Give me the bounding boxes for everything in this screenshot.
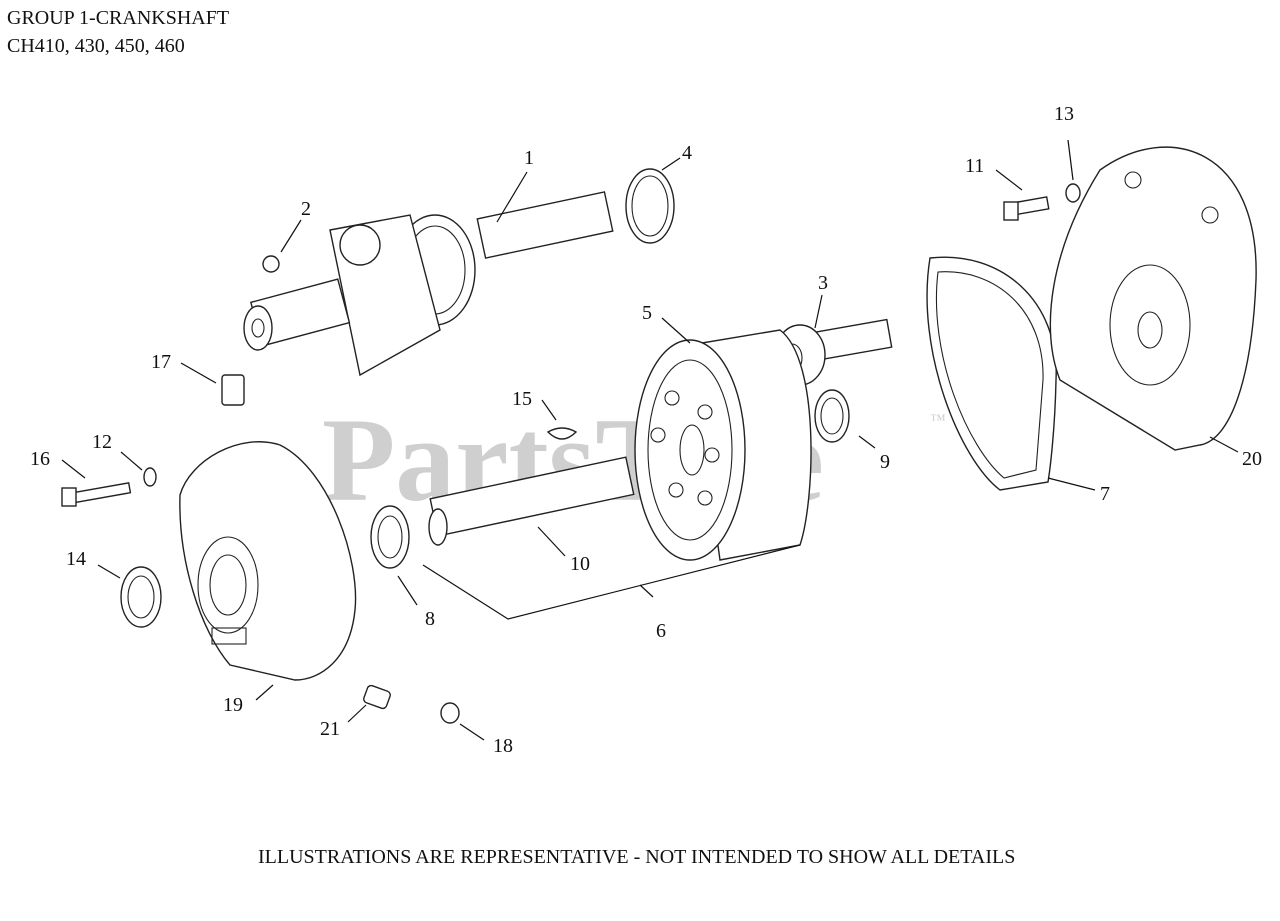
callout-15[interactable]: 15	[512, 388, 532, 410]
oil-seal-part[interactable]	[120, 566, 162, 628]
drum-part[interactable]	[634, 329, 812, 561]
callout-17[interactable]: 17	[151, 351, 171, 373]
callout-11[interactable]: 11	[965, 155, 984, 177]
callout-8[interactable]: 8	[425, 608, 435, 630]
thrust-washer-part[interactable]	[625, 168, 675, 244]
leader-lines	[61, 139, 1239, 741]
long-bolt-part[interactable]	[61, 482, 132, 507]
callout-4[interactable]: 4	[682, 142, 692, 164]
diagram-title: GROUP 1-CRANKSHAFT	[7, 7, 230, 29]
washer-part[interactable]	[814, 389, 850, 443]
watermark-trademark: ™	[930, 412, 946, 429]
callout-5[interactable]: 5	[642, 302, 652, 324]
bushing-part[interactable]	[440, 702, 460, 724]
output-shaft-part[interactable]	[428, 456, 635, 546]
callout-13[interactable]: 13	[1054, 103, 1074, 125]
callout-19[interactable]: 19	[223, 694, 243, 716]
key-part[interactable]	[262, 255, 280, 273]
callout-20[interactable]: 20	[1242, 448, 1262, 470]
callout-10[interactable]: 10	[570, 553, 590, 575]
woodruff-key-part[interactable]	[546, 427, 578, 440]
model-list: CH410, 430, 450, 460	[7, 35, 185, 57]
callout-16[interactable]: 16	[30, 448, 50, 470]
callout-18[interactable]: 18	[493, 735, 513, 757]
plug-part[interactable]	[221, 374, 245, 406]
bolt-part[interactable]	[1003, 196, 1050, 221]
gasket-part[interactable]	[926, 256, 1057, 491]
fitting-part[interactable]	[363, 684, 392, 710]
disclaimer-text: ILLUSTRATIONS ARE REPRESENTATIVE - NOT I…	[258, 846, 1016, 868]
assembly-bracket	[422, 544, 801, 620]
crankcase-cover-part[interactable]	[179, 441, 357, 681]
callout-3[interactable]: 3	[818, 272, 828, 294]
callout-14[interactable]: 14	[66, 548, 86, 570]
washer-tiny-part[interactable]	[143, 467, 157, 487]
gear-cover-part[interactable]	[1049, 146, 1257, 451]
callout-21[interactable]: 21	[320, 718, 340, 740]
washer-small-part[interactable]	[1065, 183, 1081, 203]
callout-12[interactable]: 12	[92, 431, 112, 453]
seal-part[interactable]	[370, 505, 410, 569]
callout-1[interactable]: 1	[524, 147, 534, 169]
callout-6[interactable]: 6	[656, 620, 666, 642]
callout-7[interactable]: 7	[1100, 483, 1110, 505]
callout-2[interactable]: 2	[301, 198, 311, 220]
callout-9[interactable]: 9	[880, 451, 890, 473]
crankshaft-part[interactable]	[243, 191, 614, 377]
